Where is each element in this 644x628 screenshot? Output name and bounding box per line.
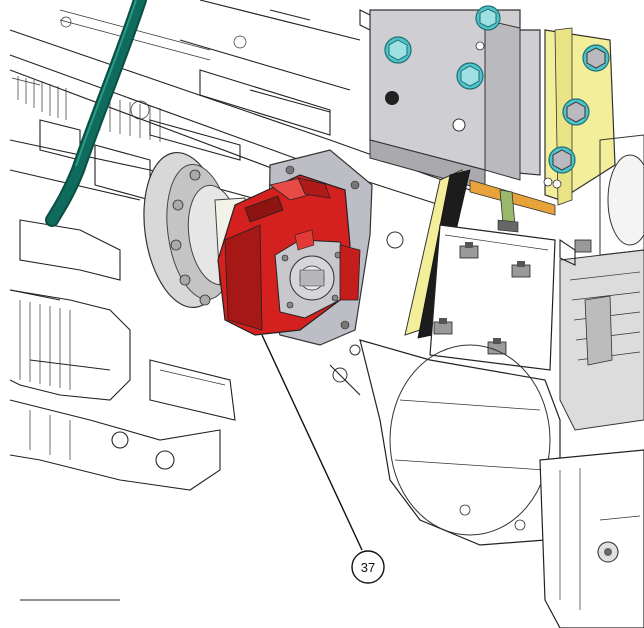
fittings [329,231,576,396]
callout-37: 37 [261,334,385,584]
bolt-icon [562,98,590,126]
hydraulic-pump [217,149,373,346]
callout-bubble [351,550,385,584]
bolt-icon [582,44,610,72]
hex-bolt-icon [511,261,531,278]
engine-block-left [9,119,236,491]
hydraulic-hose [45,0,147,227]
callout-number: 37 [361,560,375,575]
frame-hole-icon [130,100,150,120]
hex-bolt-icon [459,242,479,259]
hex-bolt-icon [574,239,592,253]
frame-hole-icon [233,35,247,49]
right-mount-plate [429,224,642,371]
bolt-icon [548,146,576,174]
hex-bolt-icon [487,338,507,355]
bolt-icon [475,5,501,31]
hex-bolt-icon [433,318,453,335]
bolt-icon [384,36,412,64]
frame-hole-icon [60,16,72,28]
bolt-icon [456,62,484,90]
leader-line [261,334,363,551]
motor-housing [20,134,644,628]
bracket-bolts [384,5,610,174]
